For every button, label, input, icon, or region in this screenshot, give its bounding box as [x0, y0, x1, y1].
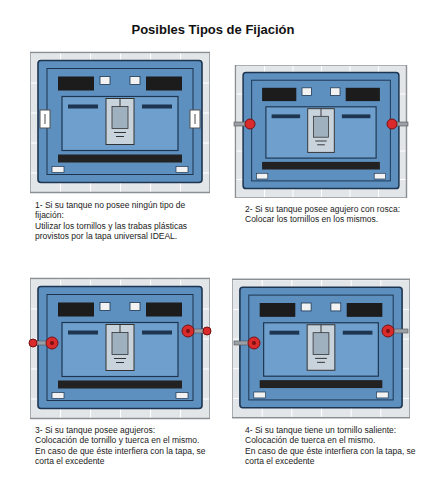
caption-text: 1- Si su tanque no posee ningún tipo de …: [35, 200, 215, 221]
protruding-screw-nuts-part: [382, 325, 394, 337]
panel-2-plate-part: [236, 65, 407, 198]
screws-and-nuts-part: [182, 325, 194, 337]
panel-2-plate: [236, 65, 407, 198]
screws-and-nuts-part: [29, 339, 37, 347]
caption-text: 2- Si su tanque posee agujero con rosca:…: [245, 204, 415, 225]
protruding-screw-nuts-part: [386, 329, 390, 333]
protruding-screw-nuts-part: [386, 329, 408, 333]
panel-1-plate-part: [30, 53, 210, 193]
protruding-screw-nuts-part: [248, 337, 260, 349]
panel-4-plate: [232, 279, 410, 417]
threaded-screws: [234, 119, 408, 129]
caption-text: 4- Si su tanque tiene un tornillo salien…: [245, 425, 417, 435]
caption-text: En caso de que éste interfiera con la ta…: [35, 446, 215, 467]
panel-3-plate-part: [30, 279, 210, 419]
threaded-screws-part: [387, 119, 397, 129]
protruding-screw-nuts-part: [234, 341, 256, 345]
caption-text: 3- Si su tanque posee agujeros:: [35, 425, 215, 435]
screws-and-nuts: [29, 325, 211, 349]
plastic-clips-part: [45, 114, 195, 124]
protruding-screw-nuts: [234, 325, 408, 349]
screws-and-nuts-part: [186, 329, 190, 333]
caption-text: En caso de que éste interfiera con la ta…: [245, 446, 417, 467]
diagram-title: Posibles Tipos de Fijación: [0, 22, 426, 37]
screws-and-nuts-part: [50, 341, 54, 345]
caption-text: Colocación de tornillo y tuerca en el mi…: [35, 435, 215, 445]
plastic-clips: [40, 110, 200, 128]
caption-text: Utilizar los tornillos y las trabas plás…: [35, 221, 215, 242]
panel-4-plate-part: [232, 279, 410, 417]
screws-and-nuts-part: [203, 327, 211, 335]
panel-1-plate: [30, 53, 210, 193]
caption-text: Colocación de tuerca en el mismo.: [245, 435, 417, 445]
protruding-screw-nuts-part: [252, 341, 256, 345]
panel-3-plate: [30, 279, 210, 419]
screws-and-nuts-part: [46, 337, 58, 349]
threaded-screws-part: [245, 119, 255, 129]
